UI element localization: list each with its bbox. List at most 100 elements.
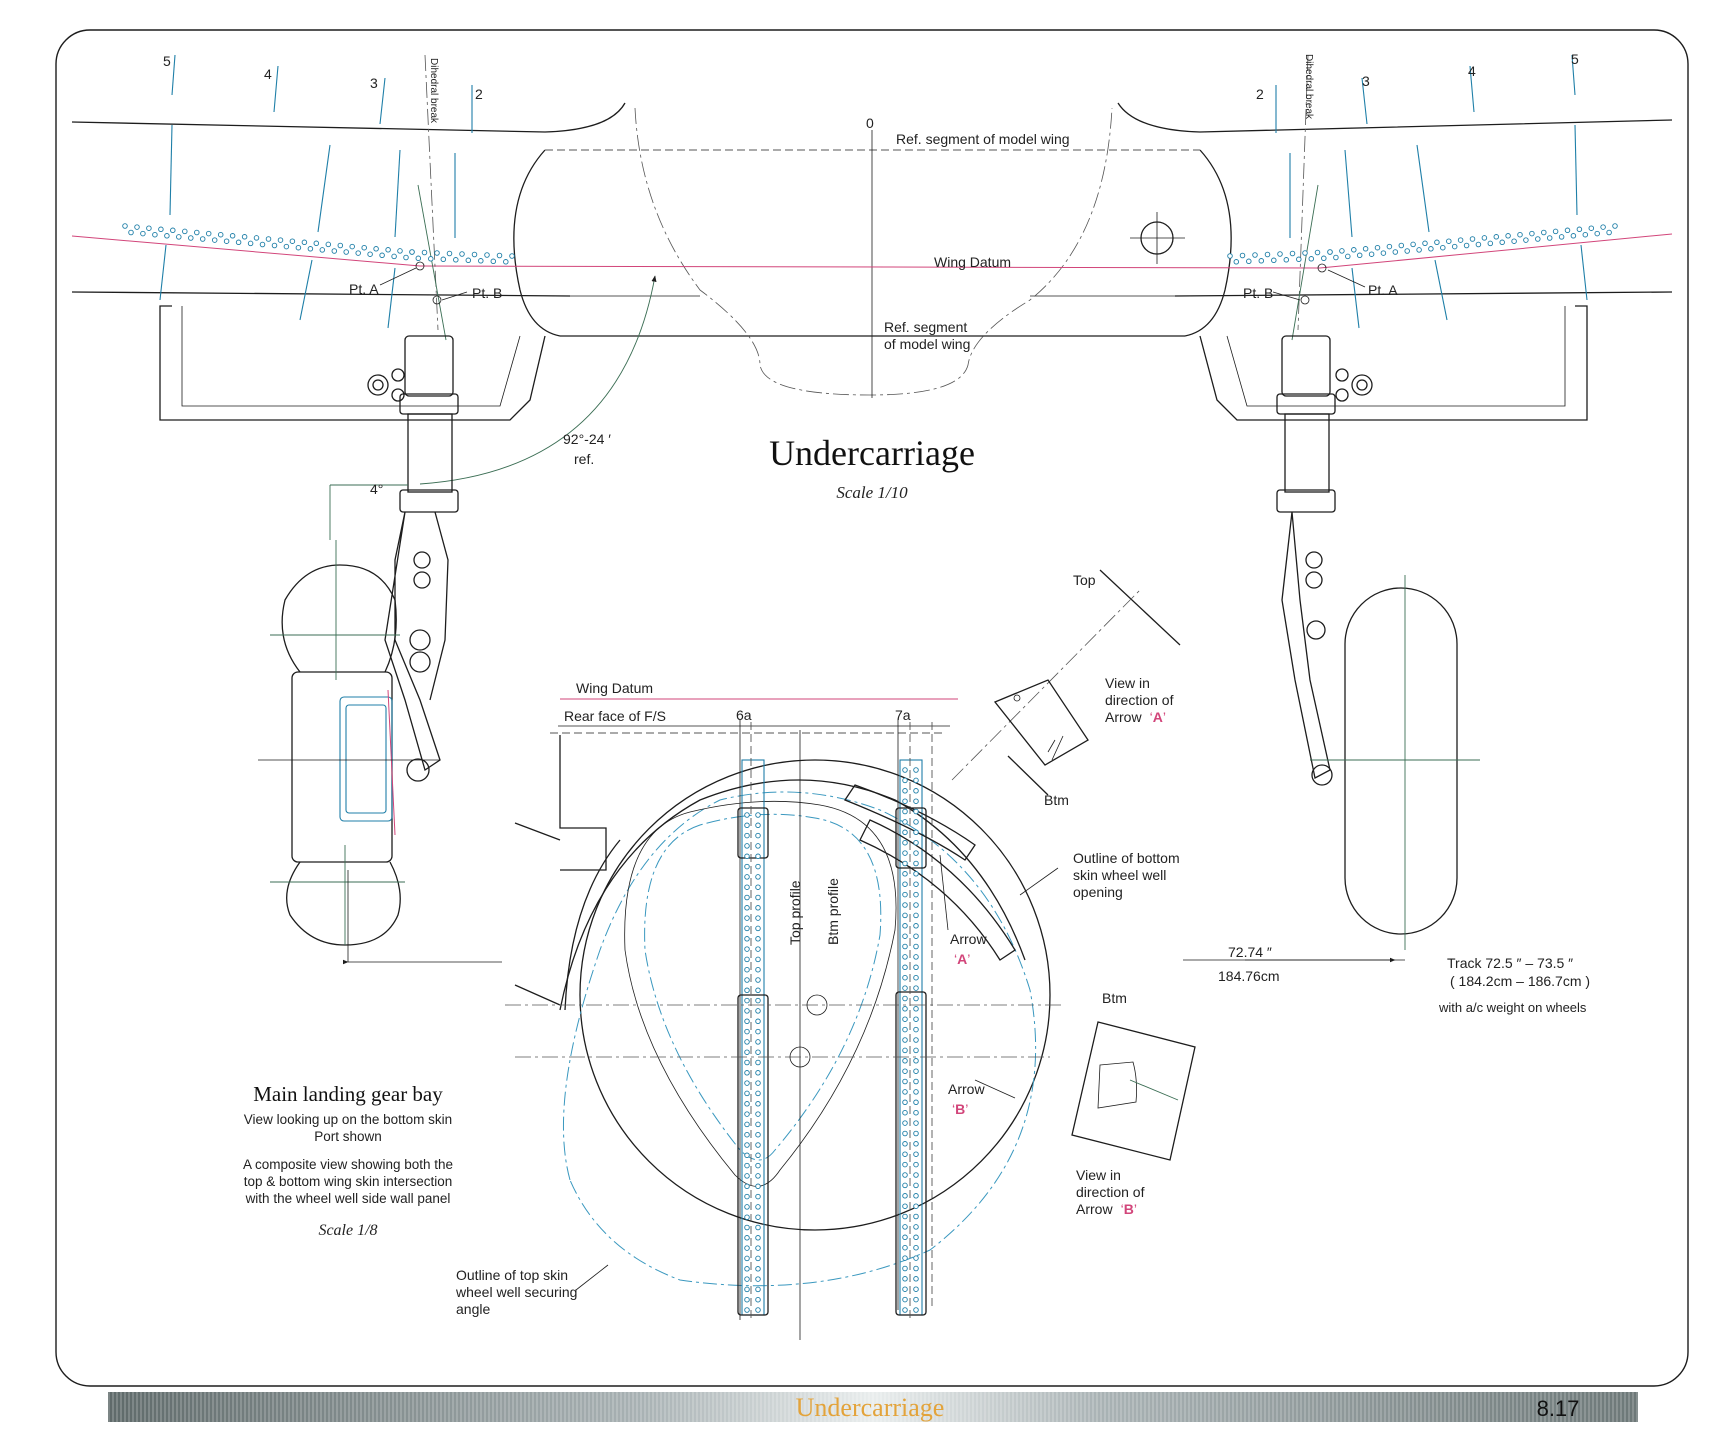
rivet bbox=[241, 234, 248, 240]
rivet bbox=[755, 1255, 761, 1262]
rivet bbox=[744, 863, 750, 870]
rivet bbox=[744, 1018, 750, 1025]
rivet bbox=[755, 1049, 761, 1055]
rivet bbox=[913, 1276, 919, 1282]
rivet bbox=[403, 254, 409, 261]
station-3-right: 3 bbox=[1362, 73, 1370, 89]
rivet bbox=[902, 860, 908, 867]
rivet bbox=[913, 1265, 919, 1272]
rivet bbox=[164, 233, 170, 239]
station-3-left: 3 bbox=[370, 75, 378, 91]
bay-caption-line5: with the wheel well side wall panel bbox=[245, 1191, 451, 1206]
rivet bbox=[902, 1307, 908, 1313]
rivet-row-left bbox=[122, 223, 515, 265]
rivet bbox=[1552, 228, 1559, 235]
rivet bbox=[349, 243, 355, 250]
rivet bbox=[194, 229, 200, 236]
btm-profile: Btm profile bbox=[825, 878, 841, 945]
station-0: 0 bbox=[866, 115, 874, 131]
rivet bbox=[465, 257, 472, 264]
rivet bbox=[902, 1130, 908, 1137]
rivet bbox=[182, 228, 188, 235]
rivet bbox=[1529, 230, 1535, 237]
rivet bbox=[913, 1234, 919, 1241]
rivet bbox=[902, 777, 908, 784]
rivet bbox=[913, 1058, 919, 1064]
rivet bbox=[1570, 233, 1577, 239]
rivet bbox=[913, 912, 919, 919]
rivet bbox=[1517, 231, 1523, 238]
rivet bbox=[755, 1193, 761, 1200]
rivet bbox=[1469, 236, 1476, 242]
rivet bbox=[1594, 230, 1600, 237]
rivet bbox=[319, 247, 326, 253]
rivet bbox=[1258, 258, 1265, 264]
rivet bbox=[1457, 237, 1464, 243]
rivet bbox=[1327, 249, 1333, 255]
rivet bbox=[913, 974, 919, 981]
pt-b-right: Pt. B bbox=[1243, 285, 1273, 301]
rivet bbox=[1558, 234, 1565, 240]
rivet bbox=[913, 1182, 919, 1189]
rivet bbox=[744, 1049, 750, 1055]
rivet bbox=[146, 225, 152, 231]
rivet bbox=[913, 1130, 919, 1137]
rivet bbox=[1505, 233, 1511, 239]
rivet bbox=[379, 252, 385, 259]
rivet bbox=[122, 223, 128, 229]
rivet bbox=[1541, 229, 1547, 236]
rivet bbox=[1386, 243, 1393, 250]
rib-7a: 7a bbox=[895, 707, 911, 723]
rib-6a: 6a bbox=[736, 707, 752, 723]
rivet bbox=[484, 252, 490, 258]
rivet bbox=[1271, 257, 1277, 264]
rivet bbox=[301, 239, 308, 246]
left-gear-leg bbox=[159, 305, 546, 965]
rivet bbox=[1362, 246, 1369, 252]
rivet bbox=[755, 966, 761, 973]
rivet bbox=[1227, 253, 1233, 259]
rivet bbox=[744, 977, 750, 983]
rivet bbox=[361, 244, 367, 251]
rivet bbox=[1511, 238, 1517, 244]
rivet bbox=[1576, 226, 1583, 233]
outline-top-3: angle bbox=[456, 1301, 490, 1317]
view-b-line1: View in bbox=[1076, 1167, 1121, 1183]
rivet bbox=[1582, 231, 1589, 238]
rivet bbox=[755, 1307, 761, 1313]
rivet bbox=[902, 1047, 908, 1054]
rivet bbox=[902, 1058, 908, 1064]
arrow-a-mark: ‘A’ bbox=[954, 951, 970, 967]
rivet bbox=[744, 1255, 750, 1262]
bay-caption-line3: A composite view showing both the bbox=[243, 1157, 453, 1172]
rivet bbox=[755, 905, 761, 911]
rivet bbox=[1314, 249, 1321, 256]
rivet bbox=[409, 249, 415, 255]
rivet bbox=[755, 1039, 761, 1045]
rivet bbox=[913, 1224, 919, 1230]
outline-top-2: wheel well securing bbox=[455, 1284, 577, 1300]
sheet-frame bbox=[55, 29, 1689, 1387]
rivet bbox=[902, 1213, 908, 1220]
rivet bbox=[1333, 254, 1339, 261]
rivet bbox=[902, 1141, 908, 1147]
rivet bbox=[902, 902, 908, 908]
rivet bbox=[1404, 248, 1410, 254]
rivet bbox=[913, 1151, 919, 1157]
rivet bbox=[176, 234, 182, 240]
rivet bbox=[902, 1296, 908, 1303]
rivet bbox=[913, 871, 919, 877]
top-label: Top bbox=[1073, 572, 1096, 588]
rivet bbox=[755, 956, 761, 963]
rear-face-label: Rear face of F/S bbox=[564, 708, 666, 724]
rivet bbox=[744, 1152, 750, 1159]
rivet bbox=[744, 1121, 750, 1128]
rivet bbox=[755, 1121, 761, 1128]
pt-b-left: Pt. B bbox=[472, 285, 502, 301]
rivet bbox=[744, 987, 750, 994]
rivet bbox=[913, 1016, 919, 1022]
rivet bbox=[1283, 257, 1290, 263]
rivet bbox=[755, 987, 761, 994]
rivet-row-right bbox=[1227, 223, 1618, 265]
